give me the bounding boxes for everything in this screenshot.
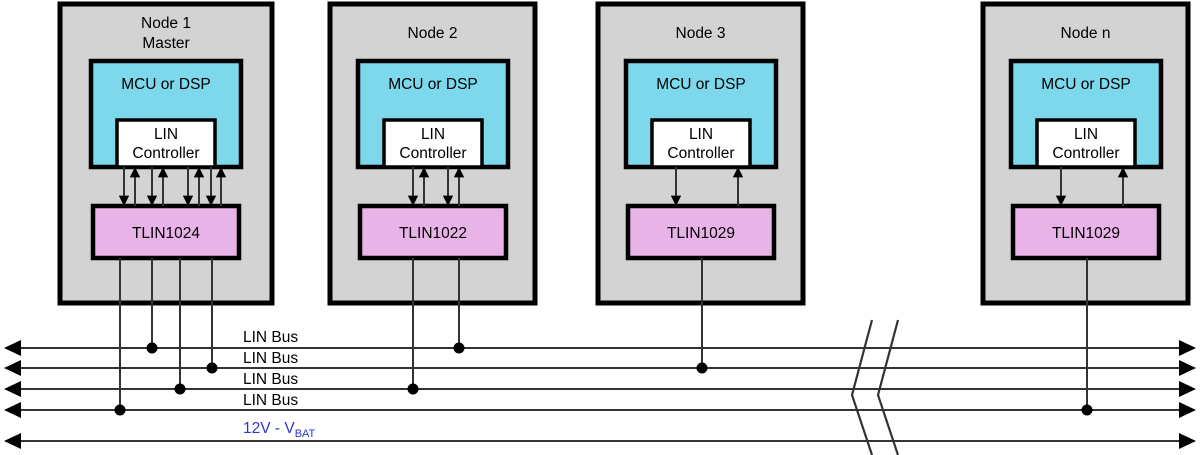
node-1-lin-controller-label-2: Controller (132, 145, 199, 162)
bus-label-3: LIN Bus (243, 392, 298, 409)
node-n-lin-controller-label-1: LIN (1074, 126, 1098, 143)
bus-lines-layer (4, 340, 1196, 449)
node-2-transceiver-box (357, 203, 509, 261)
node-3-bus-junction-dot-0 (696, 362, 708, 374)
bus-label-vbat: 12V - VBAT (243, 420, 316, 440)
node-1-bus-junction-dot-1 (146, 342, 158, 354)
node-2-lin-controller-box (382, 118, 484, 169)
node-1-mcu-label: MCU or DSP (121, 76, 211, 93)
bus-arrow-right-2 (1179, 381, 1196, 397)
node-3-title: Node 3 (676, 25, 726, 42)
bus-label-0: LIN Bus (243, 329, 298, 346)
bus-arrow-right-1 (1179, 360, 1196, 376)
node-3-lin-controller-label-1: LIN (689, 126, 713, 143)
node-3-lin-controller-box (650, 118, 752, 169)
bus-arrow-right-3 (1179, 402, 1196, 418)
node-2-title: Node 2 (408, 25, 458, 42)
bus-arrow-right-4 (1179, 433, 1196, 449)
bus-label-1: LIN Bus (243, 350, 298, 367)
node-n-transceiver-label: TLIN1029 (1052, 225, 1120, 242)
node-n-bus-junction-dot-0 (1081, 404, 1093, 416)
bus-arrow-left-0 (4, 340, 21, 356)
node-n-lin-controller-box (1035, 118, 1137, 169)
bus-break-symbol (850, 319, 900, 455)
bus-arrow-left-4 (4, 433, 21, 449)
node-1-lin-controller-label-1: LIN (154, 126, 178, 143)
break-zigzag-left (850, 319, 874, 455)
node-1-bus-junction-dot-3 (206, 362, 218, 374)
node-1-title: Node 1 (141, 15, 191, 32)
node-1-transceiver-box (90, 203, 242, 261)
node-n-title: Node n (1061, 25, 1111, 42)
node-3-mcu-label: MCU or DSP (656, 76, 746, 93)
bus-arrow-left-1 (4, 360, 21, 376)
node-1-subtitle: Master (142, 35, 189, 52)
node-2-mcu-label: MCU or DSP (388, 76, 478, 93)
node-2-bus-junction-dot-1 (453, 342, 465, 354)
bus-arrow-right-0 (1179, 340, 1196, 356)
node-3-lin-controller-label-2: Controller (667, 145, 734, 162)
node-1-bus-junction-dot-2 (174, 383, 186, 395)
break-zigzag-right (876, 319, 900, 455)
node-1-bus-junction-dot-0 (114, 404, 126, 416)
node-2-bus-junction-dot-0 (407, 383, 419, 395)
node-3-transceiver-label: TLIN1029 (667, 225, 735, 242)
bus-label-2: LIN Bus (243, 371, 298, 388)
node-2-lin-controller-label-1: LIN (421, 126, 445, 143)
bus-junction-dots-layer (114, 342, 1093, 416)
node-2-transceiver-label: TLIN1022 (399, 225, 467, 242)
node-n-lin-controller-label-2: Controller (1052, 145, 1119, 162)
bus-arrow-left-3 (4, 402, 21, 418)
node-n-mcu-label: MCU or DSP (1041, 76, 1131, 93)
node-2-lin-controller-label-2: Controller (399, 145, 466, 162)
bus-arrow-left-2 (4, 381, 21, 397)
node-1-transceiver-label: TLIN1024 (132, 225, 200, 242)
